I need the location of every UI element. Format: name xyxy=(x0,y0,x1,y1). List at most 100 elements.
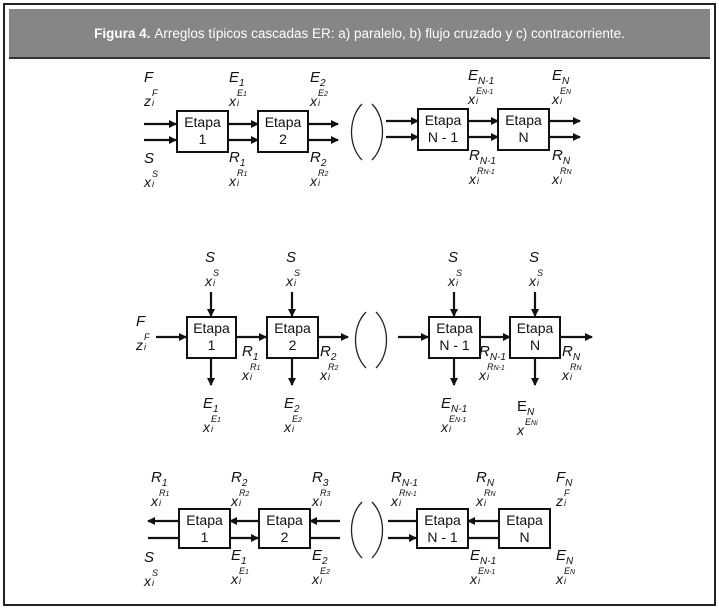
composition-superscript: E2 xyxy=(292,415,302,425)
composition-symbol: x xyxy=(476,493,483,509)
stream-subscript: N xyxy=(486,478,495,489)
composition-symbol: x xyxy=(469,171,476,187)
stream-symbol: E xyxy=(441,395,452,412)
composition-superscript: R2 xyxy=(328,363,338,373)
stage-label: Etapa xyxy=(506,512,543,528)
composition-symbol: x xyxy=(144,573,151,589)
superscript-symbol: E xyxy=(560,86,567,96)
composition-subscript: i xyxy=(537,278,539,288)
stream-name: R2 xyxy=(310,150,328,174)
superscript-symbol: S xyxy=(294,268,301,278)
superscript-symbol: F xyxy=(152,88,158,98)
composition-subscript: i xyxy=(237,98,239,108)
break-symbol xyxy=(350,501,363,559)
stream-name: E2 xyxy=(284,396,302,420)
composition-superscript: F xyxy=(144,333,150,343)
stream-symbol: R xyxy=(229,149,240,166)
superscript-symbol: E xyxy=(476,86,483,96)
superscript-subscript: 1 xyxy=(243,171,248,178)
composition-symbol: x xyxy=(562,367,569,383)
composition-symbol: x xyxy=(517,422,524,438)
composition-symbol: x xyxy=(552,171,559,187)
composition-subscript: i xyxy=(250,372,252,382)
composition-superscript: E1 xyxy=(211,415,221,425)
stream-symbol: R xyxy=(469,147,480,164)
stage-label: Etapa xyxy=(193,320,230,336)
composition-superscript: RN xyxy=(570,363,582,373)
composition-superscript: F xyxy=(564,489,570,499)
composition-subscript: i xyxy=(484,498,486,508)
composition-symbol: x xyxy=(310,173,317,189)
composition-superscript: EN-1 xyxy=(478,567,495,577)
stream-symbol: E xyxy=(312,547,323,564)
stream-symbol: E xyxy=(468,67,479,84)
stream-subscript: 2 xyxy=(294,404,300,415)
composition-superscript: S xyxy=(213,269,219,279)
stream-subscript: 2 xyxy=(320,158,327,169)
superscript-symbol: R xyxy=(159,488,166,498)
stage-label: Etapa xyxy=(516,320,554,336)
superscript-subscript: N-1 xyxy=(483,169,495,176)
stream-name: R1 xyxy=(242,344,260,368)
composition-subscript: i xyxy=(477,176,479,186)
stage-label: Etapa xyxy=(186,512,223,528)
superscript-subscript: 1 xyxy=(165,491,170,498)
stream-name: FN xyxy=(556,470,572,494)
composition-symbol: x xyxy=(391,493,398,509)
superscript-symbol: R xyxy=(484,488,491,498)
stream-name: E1 xyxy=(203,396,221,420)
stream-subscript: 2 xyxy=(320,78,326,89)
stream-name: RN-1 xyxy=(391,470,418,494)
superscript-symbol: R xyxy=(328,362,335,372)
stage-label: Etapa xyxy=(424,112,462,128)
stream-subscript: N xyxy=(566,556,574,567)
composition-symbol: x xyxy=(242,367,249,383)
composition-symbol: x xyxy=(144,174,151,190)
stream-symbol: E xyxy=(470,547,481,564)
superscript-symbol: F xyxy=(144,332,150,342)
superscript-subscript: N-1 xyxy=(482,89,494,96)
composition-symbol: x xyxy=(468,91,475,107)
composition-subscript: i xyxy=(320,498,322,508)
composition-superscript: S xyxy=(152,569,158,579)
composition-superscript: E1 xyxy=(237,89,247,99)
stage-number: 1 xyxy=(198,131,207,147)
figure-frame xyxy=(3,3,716,606)
composition-superscript: F xyxy=(152,89,158,99)
composition-subscript: i xyxy=(318,178,320,188)
stream-symbol: R xyxy=(552,147,563,164)
stage-number: N xyxy=(519,529,530,545)
